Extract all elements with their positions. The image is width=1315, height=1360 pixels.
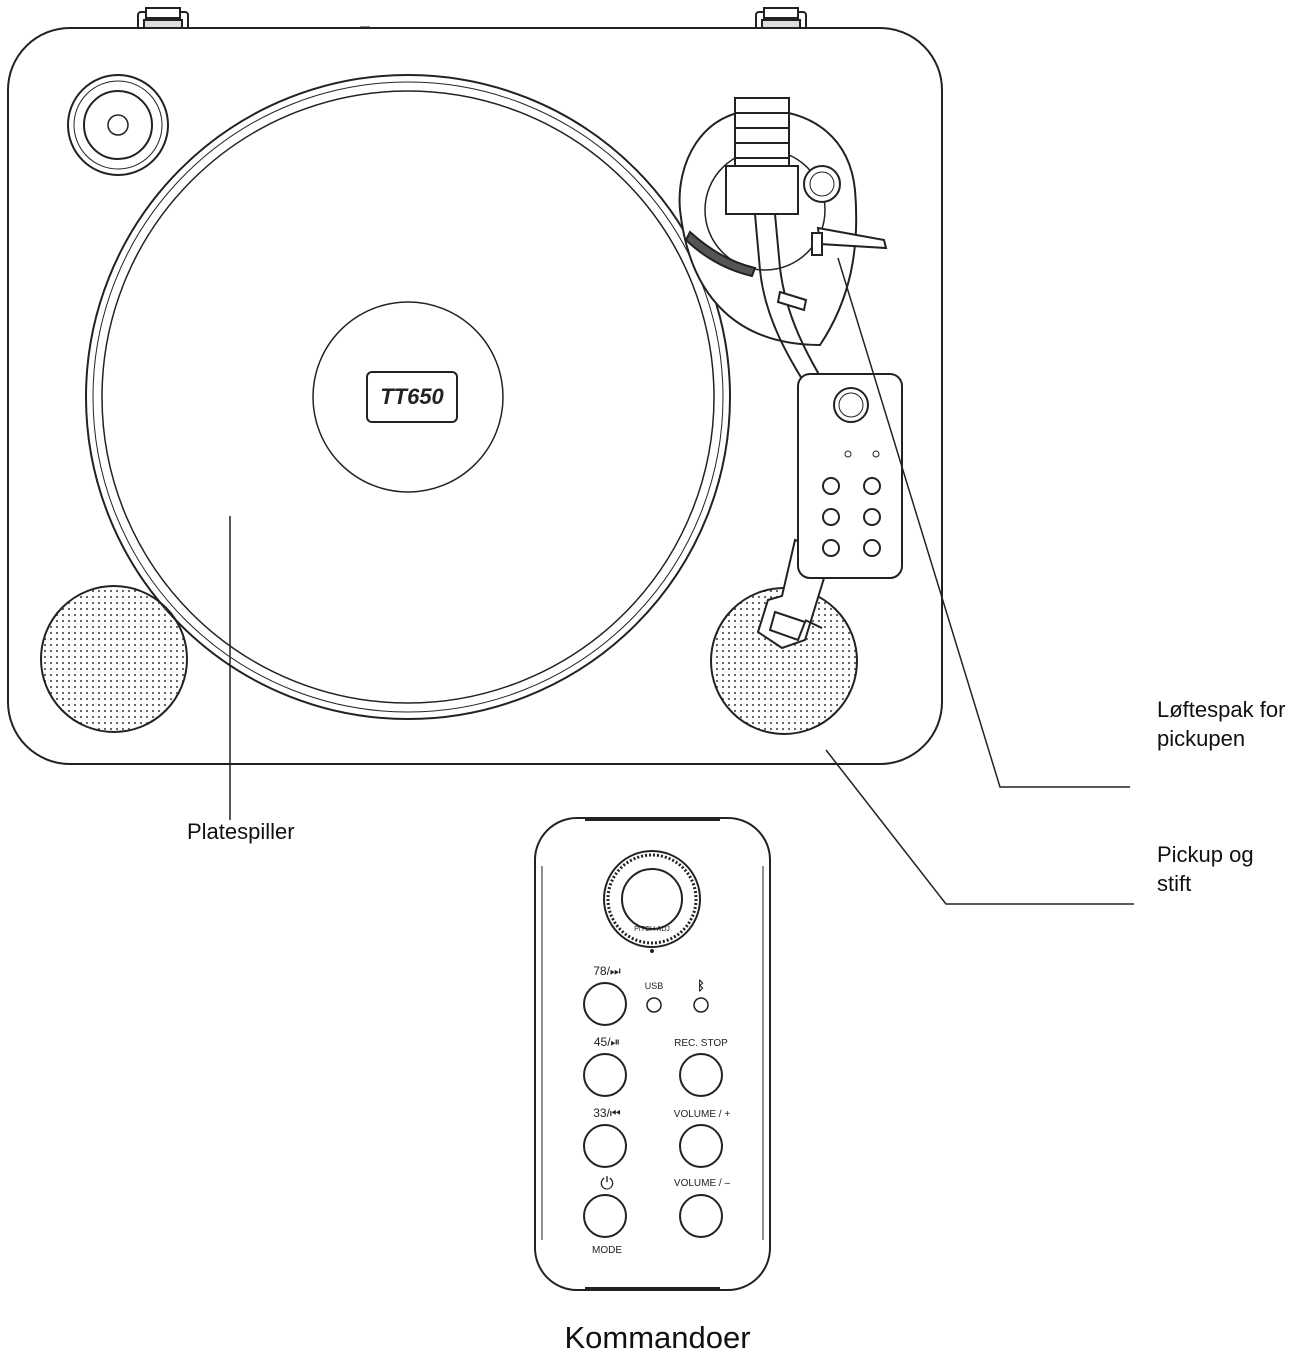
bluetooth-indicator xyxy=(693,997,709,1013)
button-volume-up[interactable] xyxy=(679,1124,723,1168)
remote-control: PITCH ADJ xyxy=(534,817,771,1291)
label-mode: MODE xyxy=(592,1245,622,1256)
deck-control-panel xyxy=(797,373,903,579)
button-volume-down[interactable] xyxy=(679,1194,723,1238)
label-45: 45/⏯ xyxy=(594,1035,620,1049)
leader-lift-lever xyxy=(837,257,1130,788)
counterweight xyxy=(725,97,799,215)
model-badge xyxy=(366,371,458,423)
leader-cartridge xyxy=(825,749,1134,905)
button-power-mode[interactable] xyxy=(583,1194,627,1238)
model-text: TT650 xyxy=(380,384,444,409)
leader-lines xyxy=(229,257,1134,905)
callout-platter: Platespiller xyxy=(187,819,295,844)
tonearm-base xyxy=(678,108,858,347)
label-volume-down: VOLUME / – xyxy=(674,1178,731,1189)
button-45-play-pause[interactable] xyxy=(583,1053,627,1097)
label-33: 33/⏮ xyxy=(593,1106,621,1120)
button-rec-stop[interactable] xyxy=(679,1053,723,1097)
label-rec-stop: REC. STOP xyxy=(674,1038,728,1049)
label-volume-up: VOLUME / + xyxy=(674,1109,731,1120)
power-icon: ⏻ xyxy=(600,1174,614,1193)
callout-cartridge: Pickup og stift xyxy=(1157,842,1254,896)
remote-labels: 78/⏭ USB ᛒ 45/⏯ REC. STOP 33/⏮ VOLUME / … xyxy=(592,964,730,1256)
controls-title: Kommandoer xyxy=(564,1320,751,1355)
lift-lever xyxy=(811,226,888,256)
usb-indicator xyxy=(646,997,662,1013)
button-78-next[interactable] xyxy=(583,982,627,1026)
remote-buttons xyxy=(583,982,723,1238)
speaker-grille-left xyxy=(40,585,188,733)
bluetooth-icon: ᛒ xyxy=(697,978,705,993)
callout-lift-lever: Løftespak for pickupen xyxy=(1157,697,1286,751)
label-78: 78/⏭ xyxy=(593,964,621,978)
button-33-previous[interactable] xyxy=(583,1124,627,1168)
platter: TT650 xyxy=(85,74,731,720)
pitch-knob-label: PITCH ADJ xyxy=(634,926,670,933)
adapter-holder xyxy=(67,74,169,176)
label-usb: USB xyxy=(645,981,664,991)
